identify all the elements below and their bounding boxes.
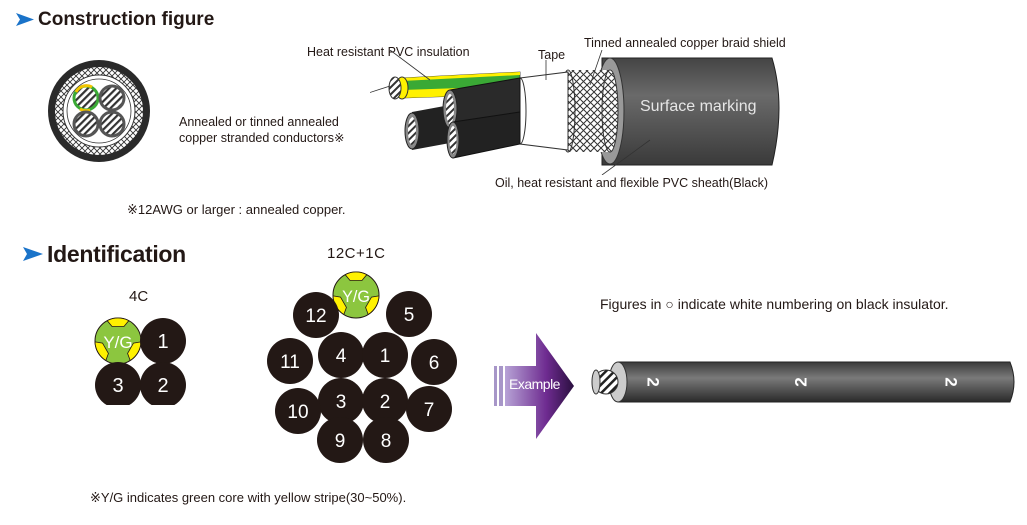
construction-title: Construction figure — [38, 9, 215, 30]
core-10: 10 — [275, 388, 321, 434]
core-11: 11 — [267, 338, 313, 384]
core-1: 1 — [362, 332, 408, 378]
label-insulation: Heat resistant PVC insulation — [307, 45, 470, 59]
core-7: 7 — [406, 386, 452, 432]
core-number-label: 4 — [336, 346, 347, 367]
identification-title: Identification — [47, 241, 186, 267]
label-12c-1c: 12C+1C — [327, 245, 386, 262]
cable-cross-section — [48, 60, 150, 162]
core-number-label: 6 — [429, 353, 440, 374]
core-number-label: 9 — [335, 431, 346, 452]
core-4: 4 — [318, 332, 364, 378]
core-number-label: Y/G — [342, 288, 370, 306]
core-2: 2 — [362, 378, 408, 424]
core-number-label: 1 — [380, 346, 391, 367]
section-chevron-icon — [16, 13, 34, 26]
core-number-label: 3 — [336, 392, 347, 413]
label-conductors-line1: Annealed or tinned annealed — [179, 115, 339, 129]
label-conductors-line2: copper stranded conductors※ — [179, 131, 345, 145]
core-number-label: 2 — [380, 392, 391, 413]
core-number-label: 1 — [157, 331, 168, 353]
core-number-label: 5 — [404, 305, 415, 326]
core-number-label: 12 — [305, 306, 326, 327]
cable-marking-2: 2 — [791, 377, 811, 387]
example-arrow — [494, 333, 574, 439]
core-2: 2 — [140, 362, 186, 405]
core-number-label: Y/G — [103, 333, 132, 352]
cable-marking-1: 2 — [643, 377, 663, 387]
core-9: 9 — [317, 417, 363, 463]
core-1: 1 — [140, 318, 186, 364]
core-number-label: 8 — [381, 431, 392, 452]
core-6: 6 — [411, 339, 457, 385]
example-label: Example — [509, 376, 560, 392]
label-tape: Tape — [538, 48, 566, 62]
core-number-label: 7 — [424, 400, 435, 421]
cable-cutaway-drawing — [370, 50, 780, 175]
core-diagram-4c: Y/G 1 3 2 — [94, 317, 186, 405]
example-cable — [591, 361, 1015, 403]
cable-marking-3: 2 — [941, 377, 961, 387]
core-3: 3 — [95, 362, 141, 405]
core-number-label: 2 — [157, 375, 168, 397]
core-number-label: 10 — [287, 402, 308, 423]
core-5: 5 — [386, 291, 432, 337]
core-12: 12 — [293, 292, 339, 338]
label-sheath: Oil, heat resistant and flexible PVC she… — [495, 176, 769, 190]
section-chevron-icon — [23, 247, 43, 261]
core-ground-yg: Y/G — [332, 271, 380, 319]
core-ground-yg: Y/G — [94, 317, 142, 365]
identification-footnote: ※Y/G indicates green core with yellow st… — [90, 490, 407, 505]
core-number-label: 3 — [112, 375, 123, 397]
label-surface-marking: Surface marking — [640, 98, 757, 115]
example-note: Figures in ○ indicate white numbering on… — [600, 296, 949, 312]
construction-footnote: ※12AWG or larger : annealed copper. — [127, 202, 346, 217]
core-3: 3 — [318, 378, 364, 424]
core-number-label: 11 — [280, 352, 300, 373]
core-8: 8 — [363, 417, 409, 463]
label-braid-shield: Tinned annealed copper braid shield — [584, 36, 786, 50]
label-4c: 4C — [129, 288, 149, 305]
